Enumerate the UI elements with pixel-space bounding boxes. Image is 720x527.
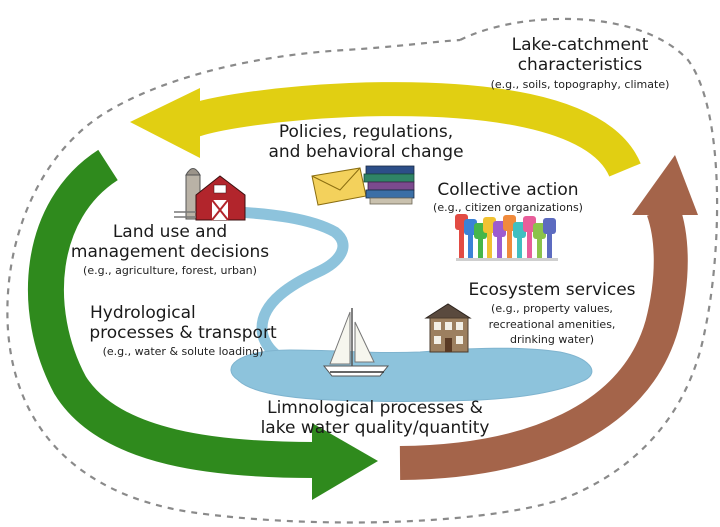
- land-use-line1: Land use and: [112, 222, 228, 242]
- lake-and-river: [230, 206, 593, 402]
- policies-line1: Policies, regulations,: [278, 122, 454, 142]
- hydrological-label: Hydrological processes & transport (e.g.…: [78, 303, 288, 358]
- land-use-label: Land use and management decisions (e.g.,…: [70, 222, 270, 277]
- catchment-title-line1: Lake-catchment: [511, 35, 649, 55]
- hydrological-line1: Hydrological: [90, 303, 196, 323]
- ecosystem-title: Ecosystem services: [468, 280, 636, 300]
- brown-arrow: [399, 155, 698, 480]
- catchment-examples: (e.g., soils, topography, climate): [490, 77, 670, 91]
- raised-hands-icon: [455, 214, 558, 261]
- hydrological-line2: processes & transport: [89, 323, 277, 344]
- green-arrow: [27, 149, 378, 500]
- collective-examples: (e.g., citizen organizations): [433, 201, 583, 215]
- ecosystem-ex1: (e.g., property values,: [491, 302, 613, 316]
- hydrological-examples: (e.g., water & solute loading): [102, 344, 264, 358]
- collective-label: Collective action (e.g., citizen organiz…: [418, 180, 598, 215]
- books-icon: [363, 165, 415, 205]
- limnological-line2: lake water quality/quantity: [260, 418, 490, 439]
- envelope-icon: [311, 167, 367, 206]
- ecosystem-label: Ecosystem services (e.g., property value…: [462, 280, 642, 346]
- ecosystem-ex2: recreational amenities,: [488, 317, 616, 331]
- catchment-boundary: [6, 17, 719, 524]
- house-icon: [424, 303, 472, 353]
- policies-label: Policies, regulations, and behavioral ch…: [256, 122, 476, 163]
- sailboat-icon: [322, 308, 390, 377]
- land-use-line2: management decisions: [70, 242, 270, 263]
- limnological-line1: Limnological processes &: [267, 398, 483, 418]
- collective-title: Collective action: [437, 180, 579, 200]
- catchment-title-line2: characteristics: [517, 55, 643, 76]
- ecosystem-ex3: drinking water): [509, 332, 595, 346]
- policies-line2: and behavioral change: [268, 142, 464, 163]
- river: [232, 206, 349, 376]
- barn-icon: [174, 168, 246, 221]
- catchment-title: Lake-catchment characteristics (e.g., so…: [485, 35, 675, 91]
- land-use-examples: (e.g., agriculture, forest, urban): [83, 263, 257, 277]
- lake: [230, 347, 593, 402]
- yellow-arrow: [130, 82, 641, 178]
- limnological-label: Limnological processes & lake water qual…: [255, 398, 495, 439]
